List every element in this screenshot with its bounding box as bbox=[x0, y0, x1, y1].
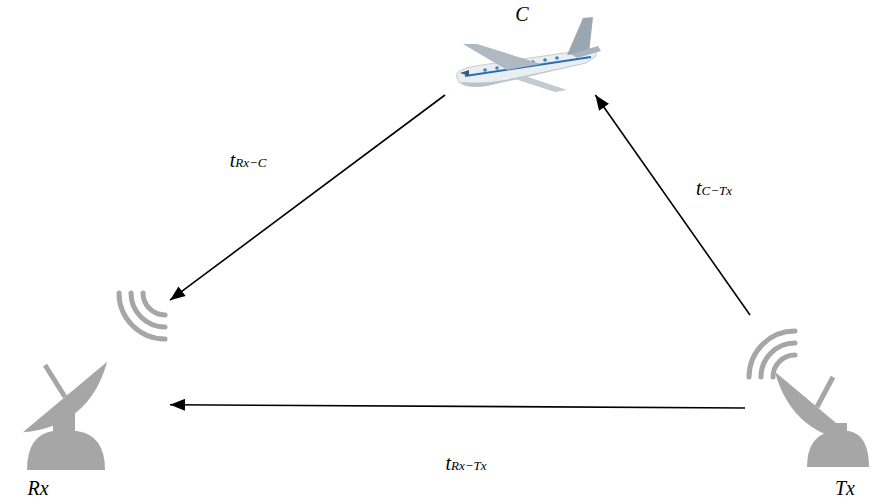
delay-label: tC−Tx bbox=[694, 176, 734, 200]
node-label: C bbox=[515, 4, 528, 24]
node-label: Rx bbox=[27, 478, 48, 498]
receiver-antenna: Rx bbox=[5, 285, 170, 475]
node-label: Tx bbox=[835, 478, 855, 498]
antenna-illustration bbox=[745, 315, 870, 470]
signal-arrow bbox=[170, 405, 745, 408]
antenna-illustration bbox=[5, 285, 170, 475]
delay-label: tRx−C bbox=[228, 148, 269, 172]
transmitter-antenna: Tx bbox=[745, 315, 870, 470]
delay-label: tRx−Tx bbox=[443, 451, 488, 475]
signal-arrow bbox=[595, 95, 750, 315]
aircraft: C bbox=[445, 0, 600, 95]
signal-arrow bbox=[170, 95, 445, 300]
